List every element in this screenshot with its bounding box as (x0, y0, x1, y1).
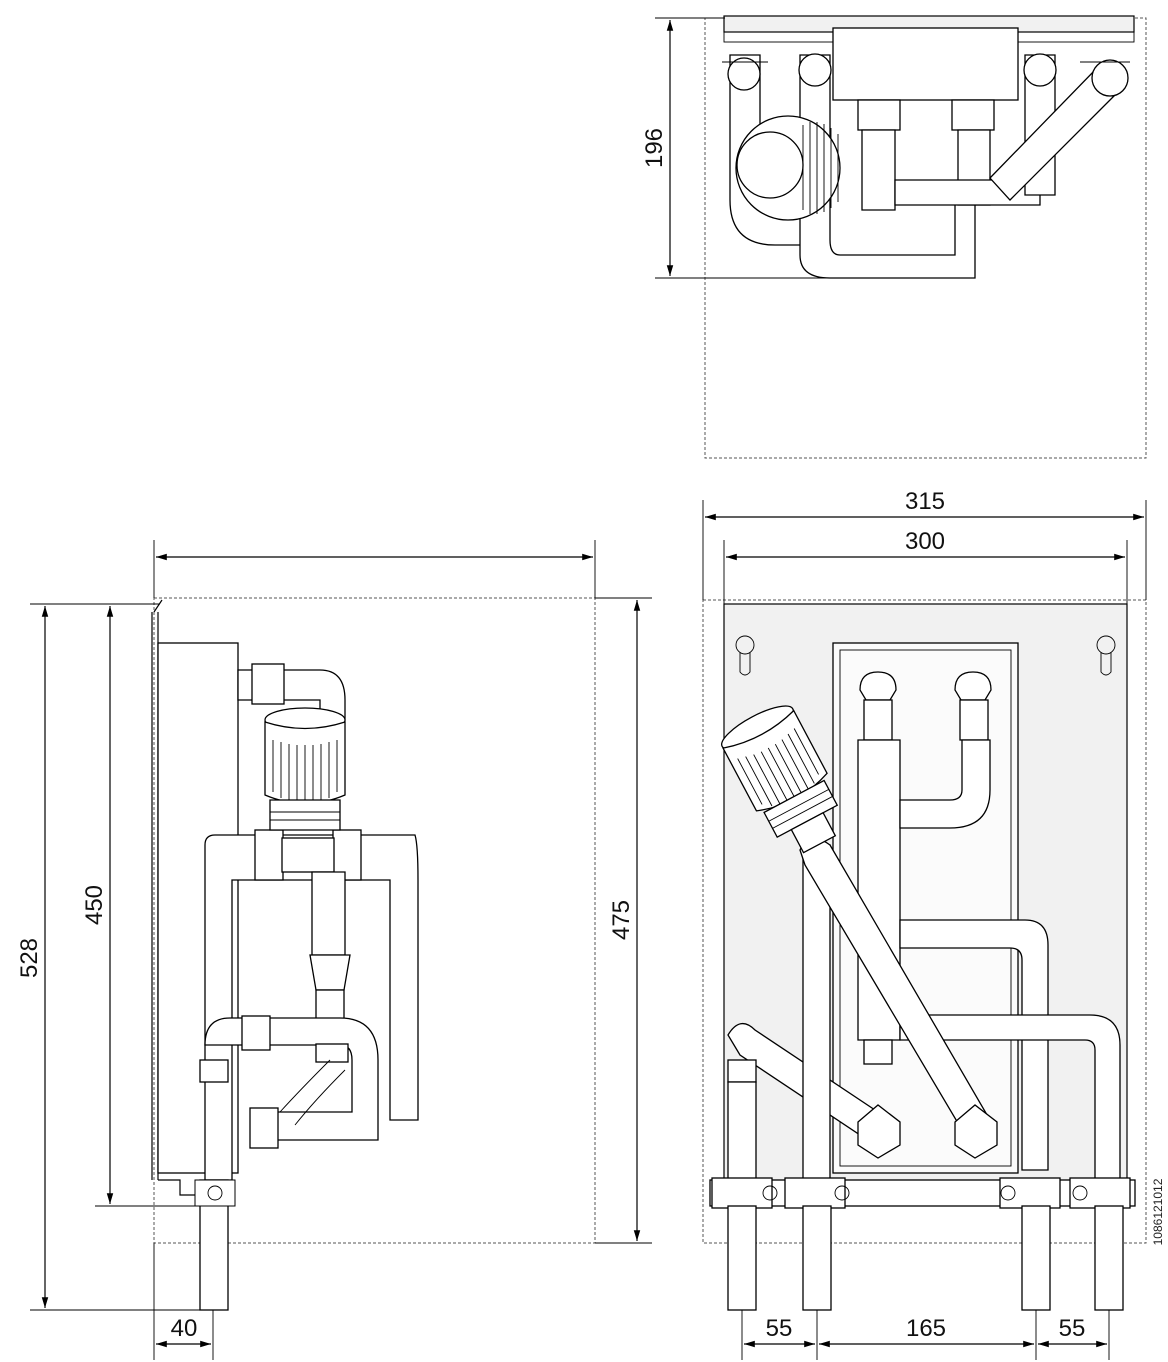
dim-528: 528 (16, 603, 200, 1311)
drawing-code: 1086121012 (1151, 1178, 1165, 1245)
dim-196: 196 (641, 17, 835, 279)
thermostat-head-front-view (721, 705, 839, 854)
dim-315: 315 (702, 488, 1147, 600)
dim-55-right-label: 55 (1059, 1315, 1086, 1342)
dim-475-label: 475 (608, 900, 635, 940)
dim-40-label: 40 (171, 1315, 198, 1342)
dim-40: 40 (153, 1243, 214, 1360)
dim-475: 475 (595, 597, 652, 1244)
dim-165-label: 165 (906, 1315, 946, 1342)
dim-315-label: 315 (905, 488, 945, 515)
top-view: 196 (641, 15, 1147, 459)
front-view-pipes (727, 671, 1121, 1181)
side-view: 528 450 475 40 (16, 540, 652, 1360)
clamp-bar (709, 1177, 1136, 1209)
side-view-pipes (158, 663, 419, 1311)
keyhole-right (1096, 635, 1116, 676)
front-view: 315 300 55 165 55 1086121012 (702, 488, 1165, 1360)
pipe-stubs (727, 1205, 1124, 1311)
dim-300: 300 (723, 528, 1128, 604)
dim-bottom-spacing: 55 165 55 (741, 1310, 1110, 1360)
dim-450: 450 (81, 606, 195, 1207)
dim-196-label: 196 (641, 128, 668, 168)
dim-450-label: 450 (81, 885, 108, 925)
dim-300-label: 300 (905, 528, 945, 555)
thermostat-head-side-view (264, 707, 346, 831)
keyhole-left (735, 635, 755, 676)
dim-55-left-label: 55 (766, 1315, 793, 1342)
dim-528-label: 528 (16, 938, 43, 978)
thermostat-head-top-view (735, 115, 841, 221)
dim-side-width (153, 540, 596, 598)
